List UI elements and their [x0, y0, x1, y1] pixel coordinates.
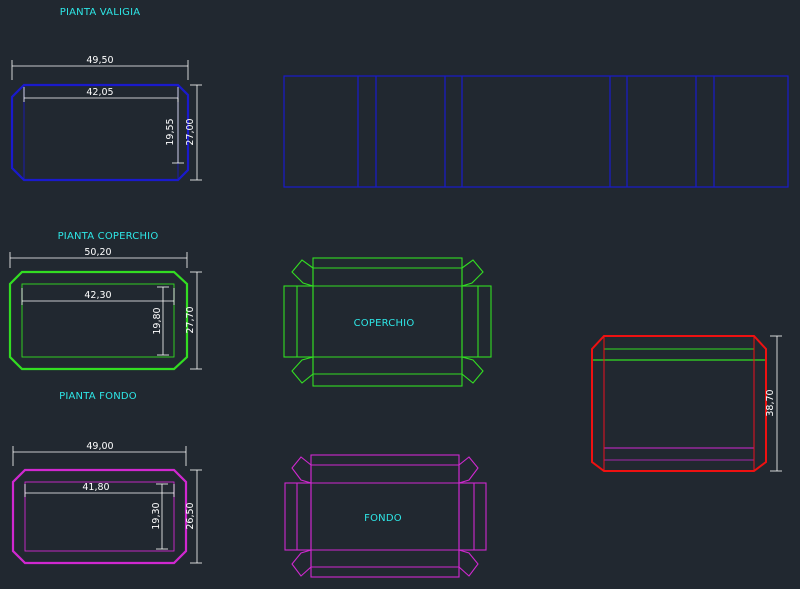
fondo-unfolded [284, 454, 487, 578]
fondo-tab-top-right [458, 456, 479, 484]
coperchio-inner-rect [21, 283, 175, 358]
coperchio-outer-height-dim: 27,70 [185, 306, 196, 333]
coperchio-tab-top-left [291, 259, 314, 287]
coperchio-inner-width-dim: 42,30 [84, 290, 111, 301]
fondo-tab-bottom-left [291, 549, 312, 577]
fondo-tab-top-left [291, 456, 312, 484]
coperchio-right-flap [461, 285, 492, 358]
valigia-dimensions: 49,50 42,05 19,55 27,00 [11, 55, 202, 181]
assembly-view [591, 335, 767, 472]
fondo-outer-height-dim: 26,50 [185, 502, 196, 529]
fondo-tab-bottom-right [458, 549, 479, 577]
fondo-outer-width-dim: 49,00 [86, 441, 113, 452]
strip-outline [283, 75, 789, 188]
coperchio-inner-height-dim: 19,80 [152, 307, 163, 334]
coperchio-left-flap [283, 285, 314, 358]
coperchio-outline [8, 270, 189, 371]
assembly-height-dim: 38,70 [765, 389, 776, 416]
valigia-inner-width-dim: 42,05 [86, 87, 113, 98]
valigia-outer-height-dim: 27,00 [185, 118, 196, 145]
fondo-inner-rect [24, 481, 175, 552]
valigia-outer-width-dim: 49,50 [86, 55, 113, 66]
assembly-dimensions: 38,70 [765, 335, 782, 472]
coperchio-dimensions: 50,20 42,30 19,80 27,70 [9, 247, 202, 370]
fondo-inner-height-dim: 19,30 [151, 502, 162, 529]
fondo-inner-width-dim: 41,80 [82, 482, 109, 493]
label-coperchio: COPERCHIO [354, 318, 415, 329]
valigia-unfolded-strip [283, 75, 789, 188]
valigia-inner-height-dim: 19,55 [165, 118, 176, 145]
fondo-right-flap [458, 482, 487, 551]
label-fondo: FONDO [364, 513, 402, 524]
title-pianta-valigia: PIANTA VALIGIA [60, 7, 141, 18]
title-pianta-coperchio: PIANTA COPERCHIO [58, 231, 159, 242]
fondo-plan [11, 468, 188, 565]
coperchio-outer-width-dim: 50,20 [84, 247, 111, 258]
coperchio-tab-bottom-left [291, 356, 314, 384]
fondo-left-flap [284, 482, 312, 551]
coperchio-tab-top-right [461, 259, 484, 287]
coperchio-unfolded [283, 257, 492, 387]
title-pianta-fondo: PIANTA FONDO [59, 391, 137, 402]
coperchio-tab-bottom-right [461, 356, 484, 384]
coperchio-plan [8, 270, 189, 371]
fondo-dimensions: 49,00 41,80 19,30 26,50 [12, 441, 202, 564]
fondo-outline [11, 468, 188, 565]
